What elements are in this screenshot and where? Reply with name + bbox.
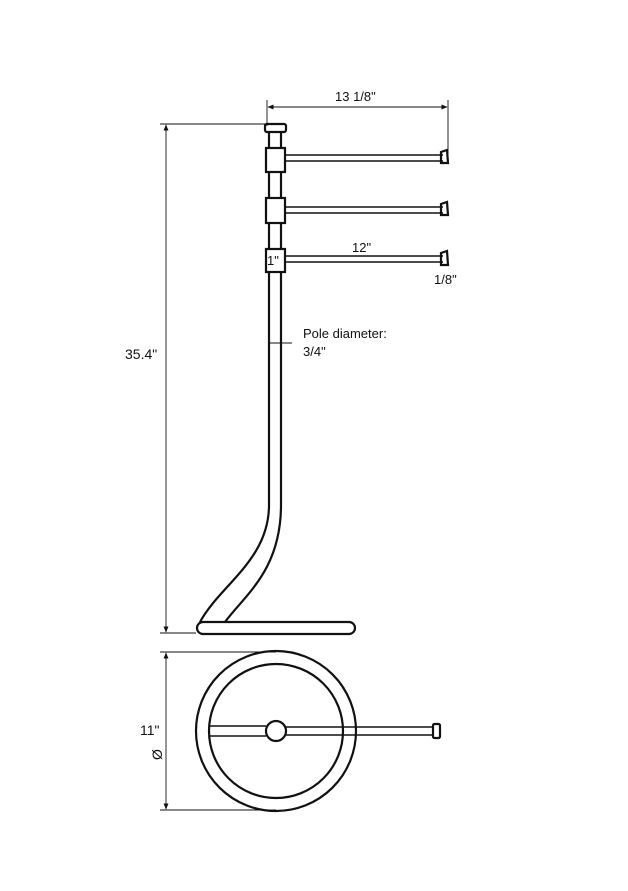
plan-view-pole (264, 719, 288, 743)
pole-diameter-callout: Pole diameter: 3/4" (269, 326, 387, 359)
block-size-label: 1" (267, 253, 279, 268)
base-outer-ring (194, 649, 358, 813)
height-dimension-label: 35.4" (125, 346, 157, 362)
swivel-arm-middle (264, 196, 450, 225)
arm-length-label: 12" (352, 240, 371, 255)
arm-tip-label: 1/8" (434, 272, 457, 287)
swivel-arm-top (264, 146, 450, 174)
base-diameter-label: 11" (140, 722, 160, 738)
height-dimension: 35.4" (125, 123, 268, 634)
width-dimension-label: 13 1/8" (335, 89, 376, 104)
base-inner-ring (207, 662, 345, 800)
pole (199, 132, 283, 623)
diameter-symbol: Ø (149, 749, 165, 760)
pole-top-cap (263, 122, 288, 134)
base-diameter-dimension: 11" Ø (140, 651, 276, 811)
width-dimension: 13 1/8" (266, 89, 449, 160)
pole-diameter-label: Pole diameter: (303, 326, 387, 341)
swivel-arm-bottom (264, 247, 450, 274)
base-foot (195, 620, 357, 636)
pole-diameter-value: 3/4" (303, 344, 326, 359)
plan-view-arm (209, 722, 442, 740)
